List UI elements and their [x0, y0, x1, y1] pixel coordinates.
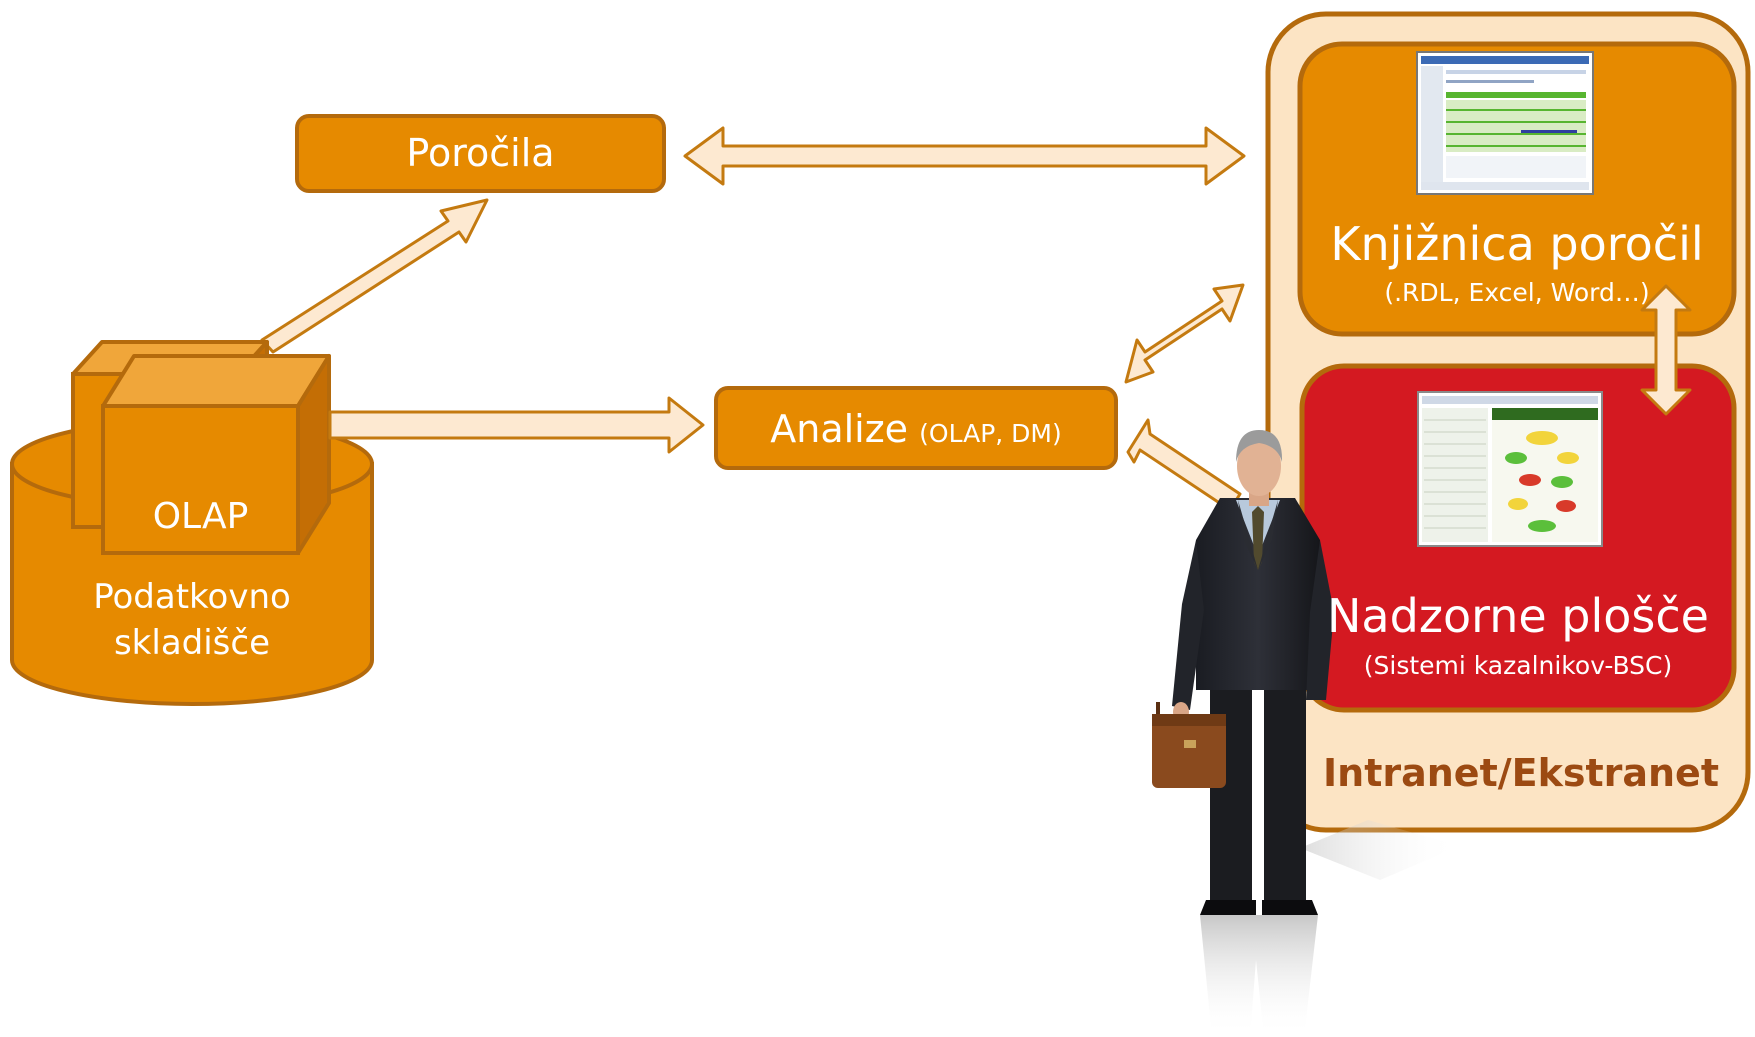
reports-box — [295, 114, 666, 193]
portal-label: Intranet/Ekstranet — [1323, 751, 1719, 795]
double-arrow-analyses-library — [1124, 283, 1245, 384]
library-title[interactable]: Knjižnica poročil — [1330, 217, 1704, 271]
olap-cube-front — [101, 354, 331, 555]
analyses-label: Analize — [770, 407, 909, 451]
dashboard-screenshot-thumbnail — [1417, 391, 1603, 547]
businessman-figure — [1152, 430, 1460, 1037]
double-arrow-library-dashboard — [1640, 284, 1692, 416]
analyses-box — [714, 386, 1118, 470]
analyses-label-group[interactable]: Analize (OLAP, DM) — [716, 407, 1116, 452]
dashboard-title[interactable]: Nadzorne plošče — [1327, 589, 1709, 643]
library-subtitle: (.RDL, Excel, Word…) — [1384, 278, 1650, 307]
analyses-note: (OLAP, DM) — [919, 419, 1062, 448]
library-screenshot-thumbnail — [1416, 51, 1594, 195]
arrow-user-to-analyses — [1126, 418, 1242, 512]
double-arrow-reports-library — [683, 126, 1246, 186]
reports-label[interactable]: Poročila — [406, 131, 555, 175]
arrow-olap-to-analyses — [328, 396, 705, 454]
warehouse-label-line2: skladišče — [113, 623, 271, 663]
olap-cube-label: OLAP — [152, 496, 249, 537]
dashboard-subtitle: (Sistemi kazalnikov-BSC) — [1363, 651, 1673, 680]
warehouse-label-line1: Podatkovno — [93, 577, 291, 617]
arrow-olap-to-reports — [260, 198, 489, 354]
